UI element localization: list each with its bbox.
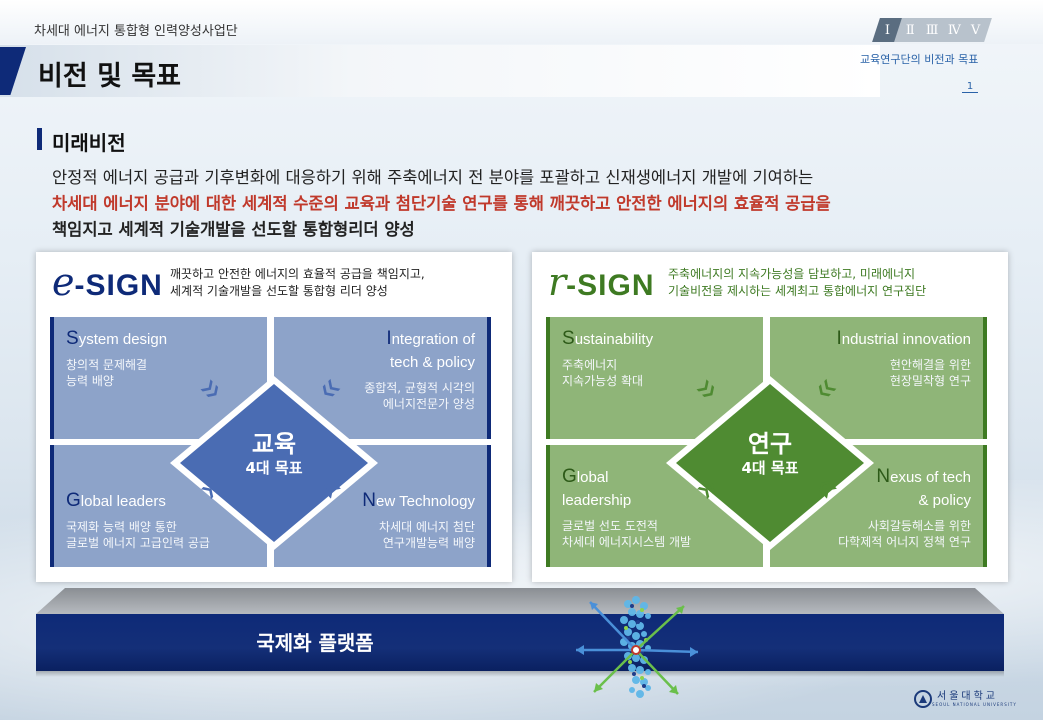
e-sign-card: e-SIGN 깨끗하고 안전한 에너지의 효율적 공급을 책임지고,세계적 기술… <box>36 252 512 582</box>
university-name: 서울대학교 <box>937 691 998 702</box>
organization-name: 차세대 에너지 통합형 인력양성사업단 <box>34 24 238 39</box>
korea-network-icon <box>576 596 699 698</box>
e-center-subtitle: 4대 목표 <box>245 459 303 477</box>
platform-label: 국제화 플랫폼 <box>256 631 374 655</box>
university-subtitle: SEOUL NATIONAL UNIVERSITY <box>932 702 1017 707</box>
page-title: 비전 및 목표 <box>38 61 181 92</box>
vision-heading: 미래비전 <box>52 131 126 155</box>
page-number: 1 <box>962 81 978 93</box>
e-sign-logo: e-SIGN <box>52 260 163 304</box>
r-sign-logo: r-SIGN <box>548 260 655 304</box>
e-sign-description: 깨끗하고 안전한 에너지의 효율적 공급을 책임지고,세계적 기술개발을 선도할… <box>170 267 425 298</box>
r-center-title: 연구 <box>747 430 793 458</box>
e-center-title: 교육 <box>251 430 297 458</box>
vision-heading-bar <box>37 128 42 150</box>
title-bar <box>0 45 880 97</box>
snu-emblem-icon <box>914 690 932 708</box>
top-bar <box>0 0 1043 44</box>
section-label: 교육연구단의 비전과 목표 <box>860 53 979 66</box>
university-logo: 서울대학교 SEOUL NATIONAL UNIVERSITY <box>914 690 1017 708</box>
vision-line-1: 안정적 에너지 공급과 기후변화에 대응하기 위해 주축에너지 전 분야를 포괄… <box>52 168 814 187</box>
platform-shadow <box>36 671 1004 677</box>
section-numeral-nav: Ⅰ Ⅱ Ⅲ Ⅳ Ⅴ <box>872 18 992 42</box>
platform-top <box>36 588 1004 614</box>
vision-line-3: 책임지고 세계적 기술개발을 선도할 통합형리더 양성 <box>52 220 415 239</box>
vision-line-2: 차세대 에너지 분야에 대한 세계적 수준의 교육과 첨단기술 연구를 통해 깨… <box>52 194 831 213</box>
platform-band <box>36 614 1004 671</box>
r-center-subtitle: 4대 목표 <box>741 459 799 477</box>
